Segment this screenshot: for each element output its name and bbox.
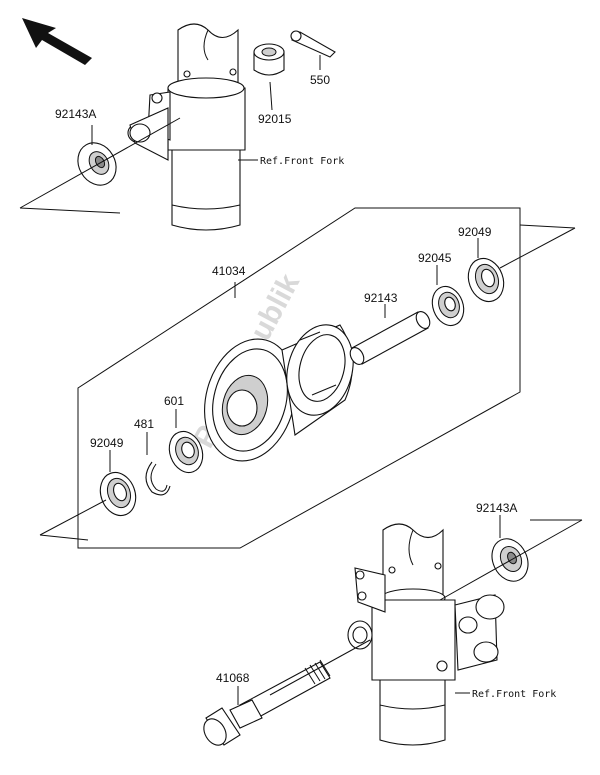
label-550: 550 (310, 73, 330, 87)
label-92045: 92045 (418, 251, 452, 265)
front-hub (204, 324, 354, 462)
ref-front-fork-bottom: Ref.Front Fork (472, 689, 556, 700)
part-41068-axle (203, 659, 331, 746)
bottom-axle-centerline (439, 519, 583, 601)
top-axle-centerline (19, 117, 181, 214)
hub-assembly-outline (77, 207, 521, 549)
top-fork-leg (127, 23, 246, 231)
part-92143-spacer (349, 304, 431, 365)
right-axle-centerline (499, 224, 576, 269)
label-41068: 41068 (216, 671, 250, 685)
part-550-cotter-pin (290, 30, 336, 70)
part-481-circlip (145, 432, 171, 496)
ref-front-fork-top: Ref.Front Fork (260, 156, 344, 167)
part-92049-left-seal (99, 450, 137, 517)
left-axle-centerline (39, 499, 107, 541)
label-92049-left: 92049 (90, 436, 124, 450)
part-92015-collar (253, 43, 285, 111)
part-92049-right-seal (467, 238, 505, 303)
bottom-fork-leg (347, 523, 505, 746)
label-92049-right: 92049 (458, 225, 492, 239)
label-92143: 92143 (364, 291, 398, 305)
label-481: 481 (134, 417, 154, 431)
label-41034: 41034 (212, 264, 246, 278)
part-92143A-top-collar (77, 125, 117, 186)
label-601: 601 (164, 394, 184, 408)
label-92143A-bottom: 92143A (476, 501, 517, 515)
part-92045-bearing (431, 265, 465, 327)
label-92143A-top: 92143A (55, 107, 96, 121)
arrow-up-left-icon (22, 18, 92, 65)
label-92015: 92015 (258, 112, 292, 126)
part-601-bearing (168, 409, 204, 474)
